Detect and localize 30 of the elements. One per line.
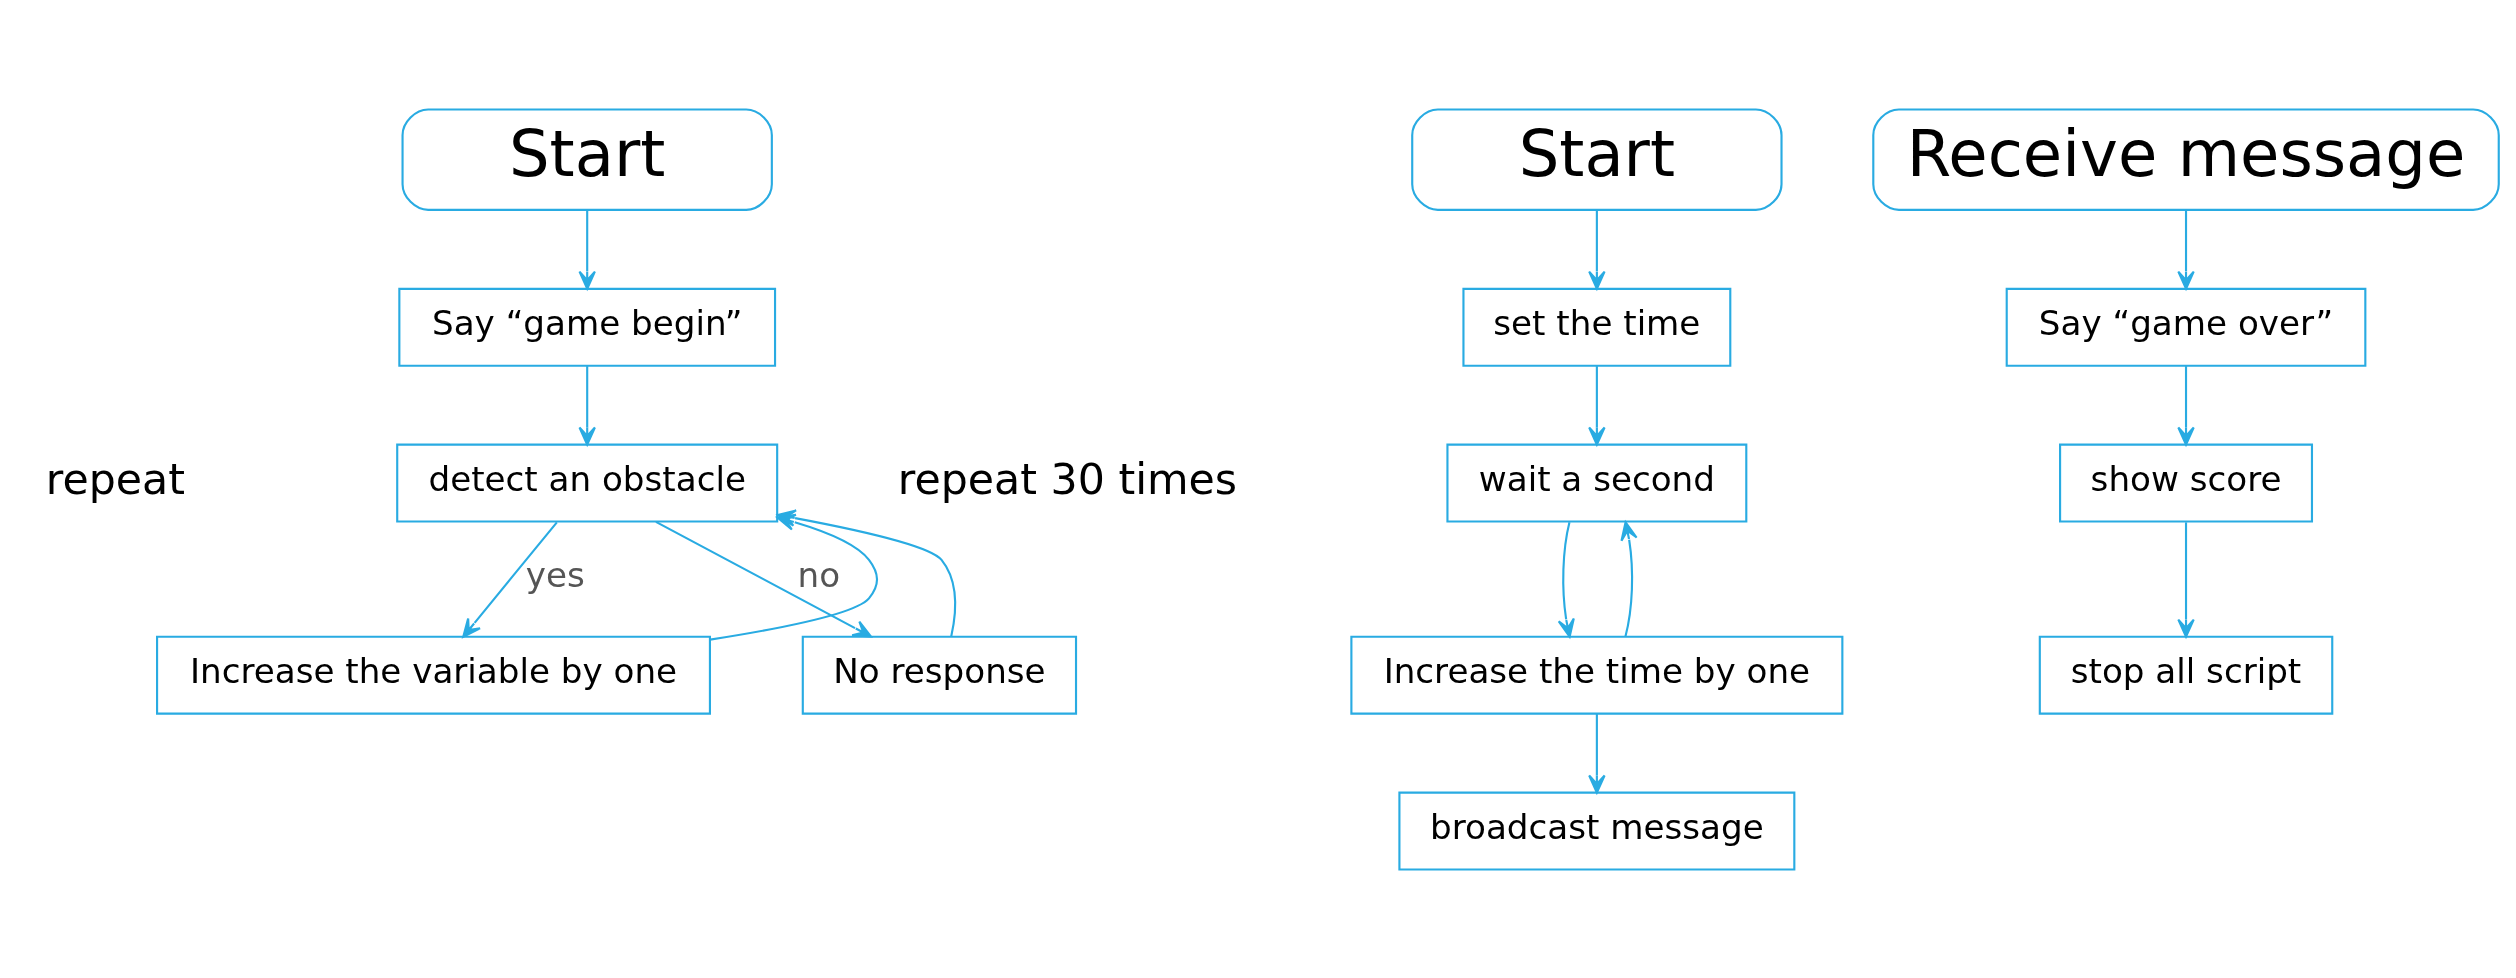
node-box: stop all script: [2038, 635, 2334, 715]
node-box: broadcast message: [1398, 791, 1796, 871]
arrow: [1588, 713, 1606, 794]
node-box: Increase the time by one: [1350, 635, 1844, 715]
edge-label: yes: [525, 554, 585, 595]
node-box: No response: [801, 635, 1078, 715]
node-box: Say “game over”: [2005, 287, 2367, 367]
arrow: [578, 365, 596, 446]
arrow: [578, 209, 596, 290]
node-box: Receive message: [1872, 107, 2500, 211]
node-box: Start: [401, 107, 773, 211]
arrow: [2177, 521, 2195, 638]
label: repeat: [45, 453, 186, 504]
node-box: Increase the variable by one: [156, 635, 711, 715]
node-box: show score: [2059, 443, 2314, 523]
arrow: [1620, 520, 1638, 637]
arrow: [1588, 365, 1606, 446]
edge-label: no: [797, 554, 841, 595]
node-box: Start: [1411, 107, 1783, 211]
arrow: [1557, 521, 1575, 638]
label: repeat 30 times: [897, 453, 1238, 504]
arrow: [462, 521, 558, 638]
arrow: [655, 520, 872, 638]
arrow: [2177, 209, 2195, 290]
node-box: set the time: [1462, 287, 1732, 367]
arrow: [1588, 209, 1606, 290]
arrow: [2177, 365, 2195, 446]
node-box: Say “game begin”: [398, 287, 777, 367]
node-box: wait a second: [1446, 443, 1748, 523]
node-box: detect an obstacle: [396, 443, 779, 523]
